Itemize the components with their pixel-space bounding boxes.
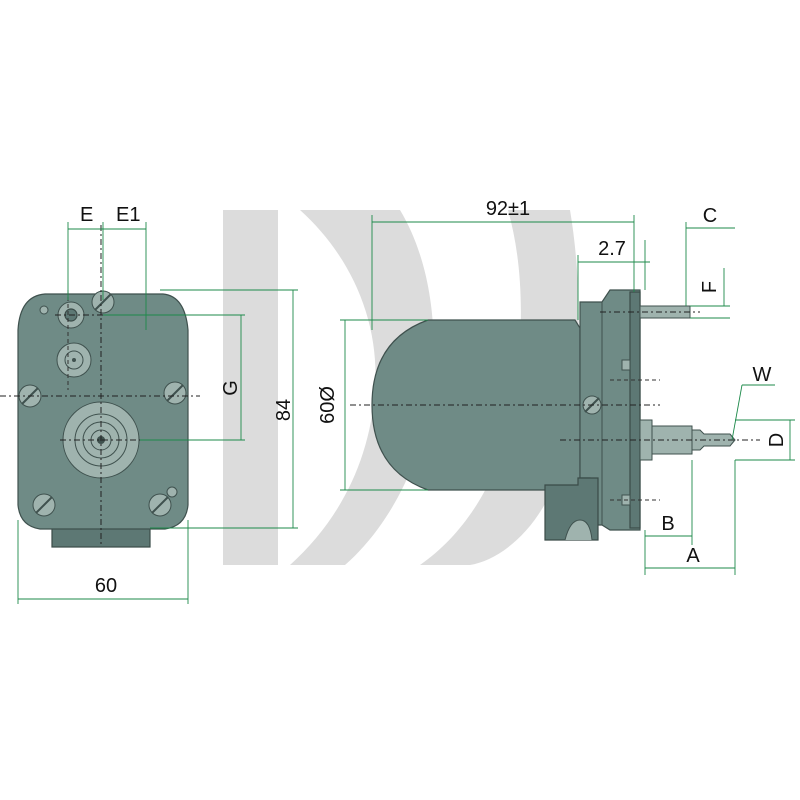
dim-label-84: 84 bbox=[273, 399, 295, 421]
dim-label-f: F bbox=[699, 281, 721, 293]
side-view bbox=[350, 289, 760, 541]
dim-label-c: C bbox=[703, 205, 717, 227]
dim-label-60-diameter: 60Ø bbox=[317, 386, 339, 424]
dim-label-e1: E1 bbox=[116, 204, 140, 226]
dim-label-b: B bbox=[661, 513, 674, 535]
dim-label-e: E bbox=[80, 204, 93, 226]
dim-label-92: 92±1 bbox=[486, 198, 530, 220]
front-view bbox=[0, 225, 245, 548]
dim-label-g: G bbox=[220, 380, 242, 396]
front-dimensions bbox=[17, 222, 298, 604]
dim-label-2-7: 2.7 bbox=[598, 238, 626, 260]
screw-bottom-left bbox=[32, 493, 56, 517]
screw-top bbox=[91, 290, 115, 314]
screw-right bbox=[163, 381, 187, 405]
dim-label-a: A bbox=[686, 545, 700, 567]
screw-bottom-right bbox=[148, 486, 178, 517]
dim-label-60: 60 bbox=[95, 575, 117, 597]
dim-label-w: W bbox=[753, 364, 772, 386]
dim-label-d: D bbox=[766, 433, 788, 447]
side-dimensions bbox=[340, 215, 795, 575]
